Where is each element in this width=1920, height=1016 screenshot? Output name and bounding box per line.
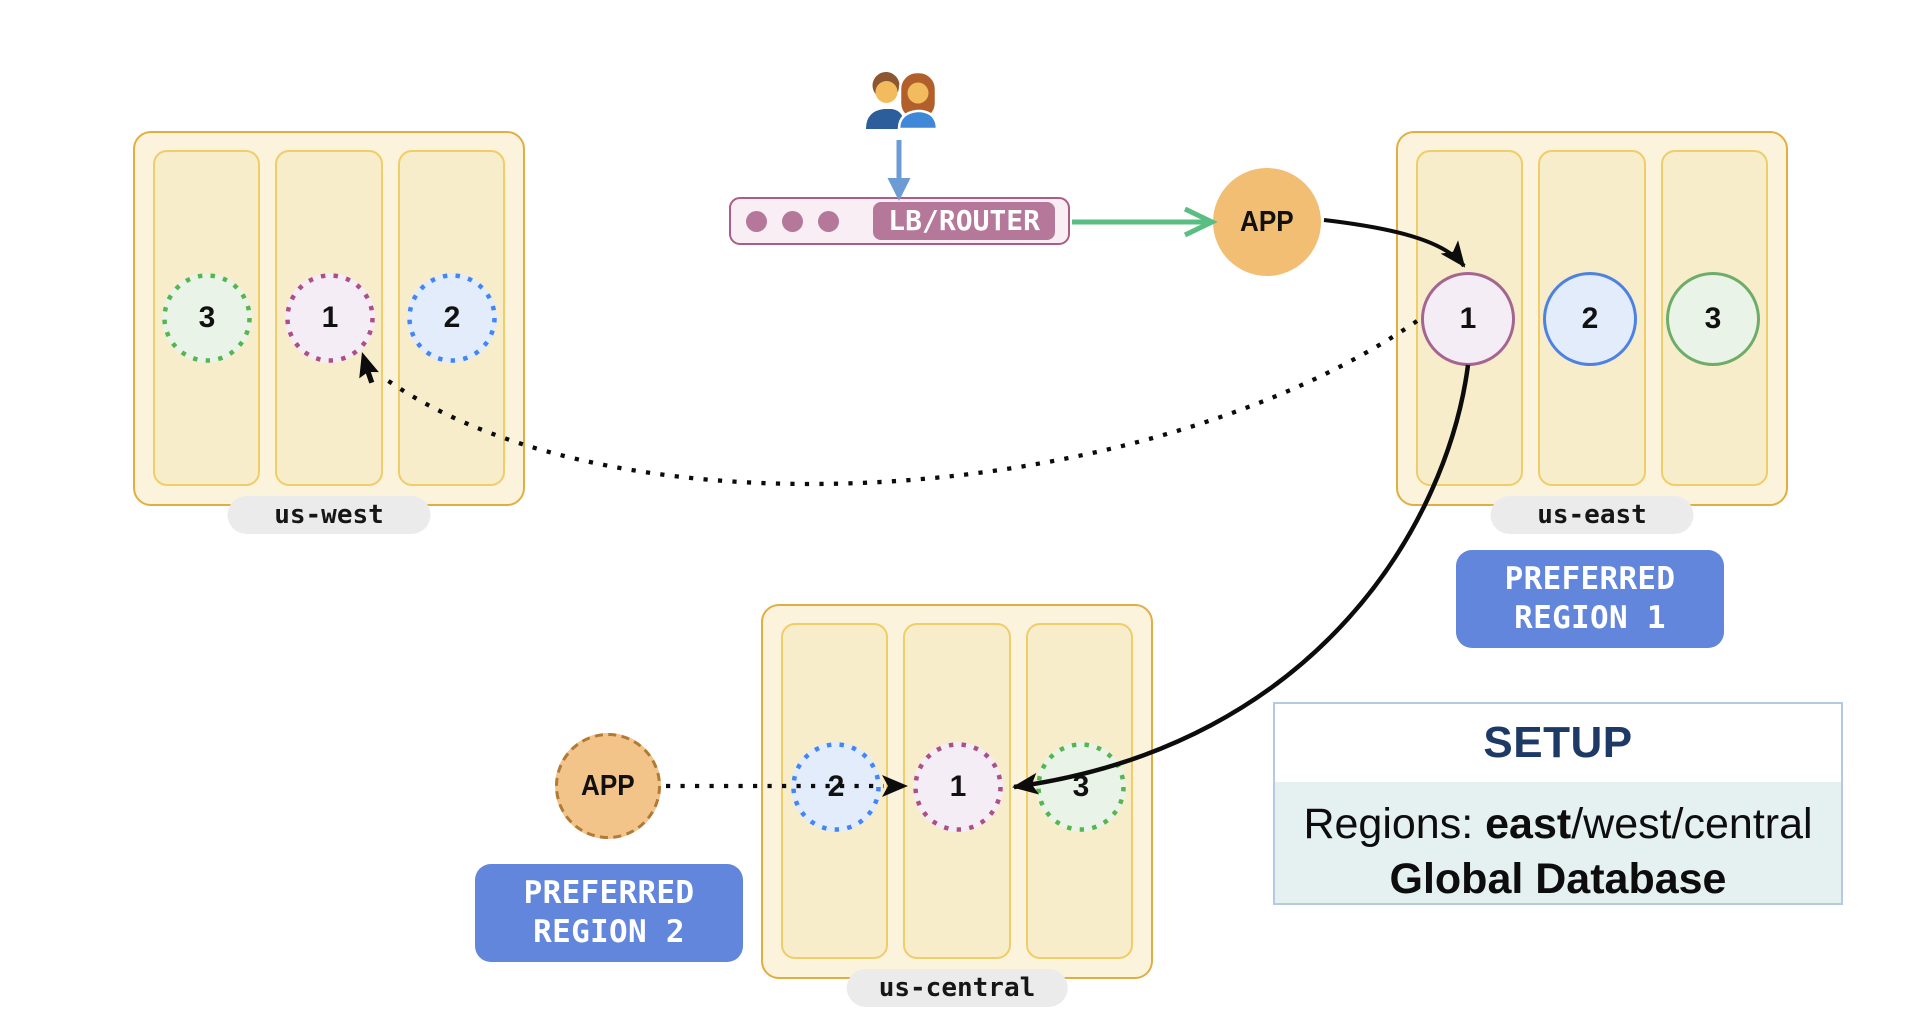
- lb-dot-icon: [782, 210, 803, 232]
- node-ring: [1543, 272, 1637, 366]
- setup-body: Regions: east/west/central Global Databa…: [1275, 782, 1841, 903]
- region-label-us-west: us-west: [227, 496, 431, 534]
- setup-title: SETUP: [1483, 718, 1633, 767]
- load-balancer-box: LB/ROUTER: [729, 197, 1070, 245]
- node-ring: [913, 742, 1003, 832]
- node-number: 2: [827, 770, 845, 803]
- node-number: 1: [949, 770, 967, 803]
- node-number: 2: [1581, 302, 1599, 335]
- node-ring: [1421, 272, 1515, 366]
- node-us-central-1: 1: [913, 742, 1003, 832]
- badge-line: PREFERRED: [1504, 561, 1676, 597]
- man-face: [875, 81, 898, 103]
- lb-router-label: LB/ROUTER: [873, 202, 1055, 240]
- node-number: 2: [443, 301, 461, 334]
- badge-line: REGION 1: [1514, 600, 1666, 636]
- woman-body: [897, 109, 938, 131]
- node-ring: [162, 273, 252, 363]
- man-body: [866, 109, 905, 129]
- setup-regions-line: Regions: east/west/central: [1275, 797, 1841, 852]
- app-top-label: APP: [1240, 205, 1294, 238]
- setup-panel: SETUP Regions: east/west/central Global …: [1273, 702, 1843, 905]
- users-icon: [866, 70, 938, 131]
- node-us-west-2: 2: [407, 273, 497, 363]
- node-us-east-2: 2: [1543, 272, 1637, 366]
- node-us-west-1: 1: [285, 273, 375, 363]
- node-us-west-3: 3: [162, 273, 252, 363]
- setup-regions-prefix: Regions:: [1303, 800, 1486, 848]
- app-node-bottom: APP: [555, 733, 661, 839]
- node-us-central-3: 3: [1036, 742, 1126, 832]
- setup-regions-east: east: [1485, 800, 1572, 848]
- node-number: 3: [1704, 302, 1722, 335]
- node-us-central-2: 2: [791, 742, 881, 832]
- badge-line: REGION 2: [533, 914, 685, 950]
- node-number: 1: [1459, 302, 1477, 335]
- badge-line: PREFERRED: [523, 875, 695, 911]
- node-us-east-1: 1: [1421, 272, 1515, 366]
- app-node-top: APP: [1213, 168, 1321, 276]
- woman-face: [907, 82, 929, 104]
- region-label-us-east: us-east: [1490, 496, 1694, 534]
- node-number: 3: [1072, 770, 1090, 803]
- badge-preferred-region-1: PREFERRED REGION 1: [1456, 550, 1724, 648]
- region-label-us-central: us-central: [846, 969, 1068, 1007]
- badge-preferred-region-2: PREFERRED REGION 2: [475, 864, 743, 962]
- lb-to-app-arrowhead: [1183, 206, 1218, 238]
- setup-global-database: Global Database: [1389, 855, 1727, 903]
- node-ring: [1666, 272, 1760, 366]
- node-number: 3: [198, 301, 216, 334]
- setup-regions-rest: /west/central: [1571, 800, 1813, 848]
- lb-dot-icon: [818, 210, 839, 232]
- node-ring: [285, 273, 375, 363]
- east-node1-to-west-node1-dotted: [385, 319, 1419, 487]
- node-us-east-3: 3: [1666, 272, 1760, 366]
- node-number: 1: [321, 301, 339, 334]
- app-bottom-label: APP: [581, 769, 635, 802]
- app-dashed-ring: [555, 733, 661, 839]
- lb-dot-icon: [746, 210, 767, 232]
